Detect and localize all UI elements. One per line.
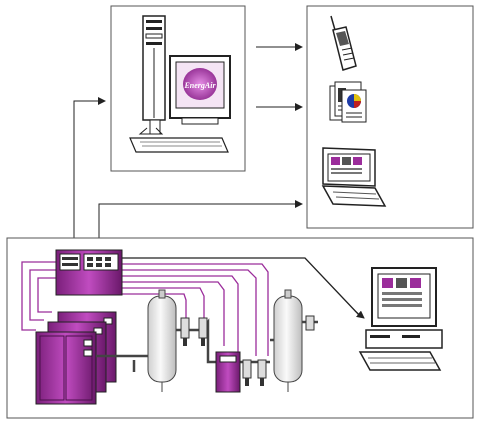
keyboard-icon — [129, 137, 229, 153]
air-receiver-tank-icon — [273, 289, 303, 392]
filter-icon — [198, 317, 208, 346]
energair-logo-text: EnergAir — [183, 81, 216, 90]
control-signal-lines — [21, 257, 361, 356]
tower-computer-icon — [138, 15, 166, 135]
mobile-phone-icon — [330, 15, 357, 71]
arrow-plant-to-server — [73, 97, 106, 248]
printed-report-icon — [329, 81, 367, 123]
arrow-plant-to-laptop — [98, 200, 303, 248]
arrow-controller-to-workstation — [354, 310, 365, 319]
compressor-units — [35, 311, 117, 405]
filter-icon — [180, 317, 190, 346]
dryer-unit-icon — [215, 351, 241, 393]
desktop-workstation-icon — [358, 267, 443, 371]
compressor-plant-box — [6, 237, 474, 419]
compressor-unit-icon — [35, 331, 97, 405]
laptop-icon — [321, 147, 387, 207]
crt-monitor-icon: EnergAir — [169, 55, 231, 125]
filter-icon — [242, 359, 252, 386]
remote-devices-box — [306, 5, 474, 229]
filter-icon — [305, 315, 315, 331]
filter-icon — [257, 359, 267, 386]
connection-arrows — [73, 43, 303, 248]
air-receiver-tank-icon — [147, 289, 177, 392]
control-panel-icon — [55, 249, 123, 296]
server-workstation-box: EnergAir — [110, 5, 246, 172]
